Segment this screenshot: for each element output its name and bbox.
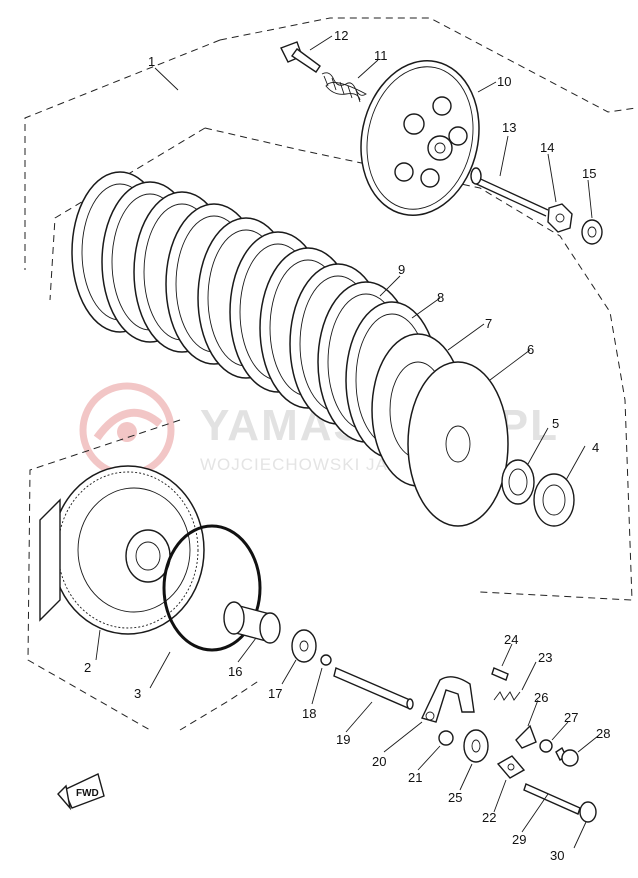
fwd-label: FWD — [76, 788, 99, 799]
part-10-pressure-plate — [360, 60, 480, 216]
label-16: 16 — [228, 664, 242, 679]
label-22: 22 — [482, 810, 496, 825]
label-9: 9 — [398, 262, 405, 277]
label-27: 27 — [564, 710, 578, 725]
label-29: 29 — [512, 832, 526, 847]
part-5-washer — [501, 459, 535, 505]
part-30-nut — [579, 801, 597, 823]
part-26-bracket — [515, 724, 537, 749]
part-21-nut — [438, 730, 454, 746]
label-14: 14 — [540, 140, 554, 155]
label-17: 17 — [268, 686, 282, 701]
label-15: 15 — [582, 166, 596, 181]
label-20: 20 — [372, 754, 386, 769]
part-15-washer — [581, 219, 603, 245]
label-3: 3 — [134, 686, 141, 701]
label-5: 5 — [552, 416, 559, 431]
part-29-bolt — [523, 783, 581, 815]
part-18-ball — [320, 654, 332, 666]
part-4-lock-washer — [533, 473, 575, 527]
label-30: 30 — [550, 848, 564, 863]
clutch-plate-stack — [71, 171, 439, 459]
label-11: 11 — [374, 48, 388, 63]
label-12: 12 — [334, 28, 348, 43]
label-23: 23 — [538, 650, 552, 665]
fwd-direction-marker: FWD — [57, 773, 105, 811]
label-7: 7 — [485, 316, 492, 331]
label-8: 8 — [437, 290, 444, 305]
label-1: 1 — [148, 54, 155, 69]
label-21: 21 — [408, 770, 422, 785]
watermark-logo-icon — [79, 382, 175, 478]
part-14-nut — [547, 203, 573, 233]
label-25: 25 — [448, 790, 462, 805]
part-17-washer — [291, 629, 317, 663]
part-28-screw — [555, 746, 579, 767]
label-6: 6 — [527, 342, 534, 357]
part-6-plate — [407, 361, 509, 527]
part-3-o-ring — [162, 524, 262, 652]
label-19: 19 — [336, 732, 350, 747]
part-12-bolt — [280, 41, 321, 73]
group-boundaries — [24, 17, 637, 731]
leader-lines — [95, 35, 599, 849]
part-labels: 1 2 3 4 5 6 7 8 9 10 11 12 13 14 15 16 1… — [84, 28, 610, 863]
label-26: 26 — [534, 690, 548, 705]
label-10: 10 — [497, 74, 511, 89]
part-19-push-rod — [333, 667, 414, 710]
label-18: 18 — [302, 706, 316, 721]
label-4: 4 — [592, 440, 599, 455]
part-27-washer — [539, 739, 553, 753]
label-13: 13 — [502, 120, 516, 135]
part-16-spacer — [223, 601, 281, 644]
part-23-spring — [493, 691, 521, 701]
label-2: 2 — [84, 660, 91, 675]
label-24: 24 — [504, 632, 518, 647]
part-13-push-rod — [470, 167, 549, 217]
part-11-spring — [321, 72, 367, 103]
part-25-lever-plate — [463, 729, 489, 763]
label-28: 28 — [596, 726, 610, 741]
part-2-clutch-housing — [39, 465, 205, 635]
part-24-screw — [491, 667, 509, 681]
part-22-adjuster — [496, 755, 526, 779]
part-20-push-lever — [421, 676, 475, 723]
